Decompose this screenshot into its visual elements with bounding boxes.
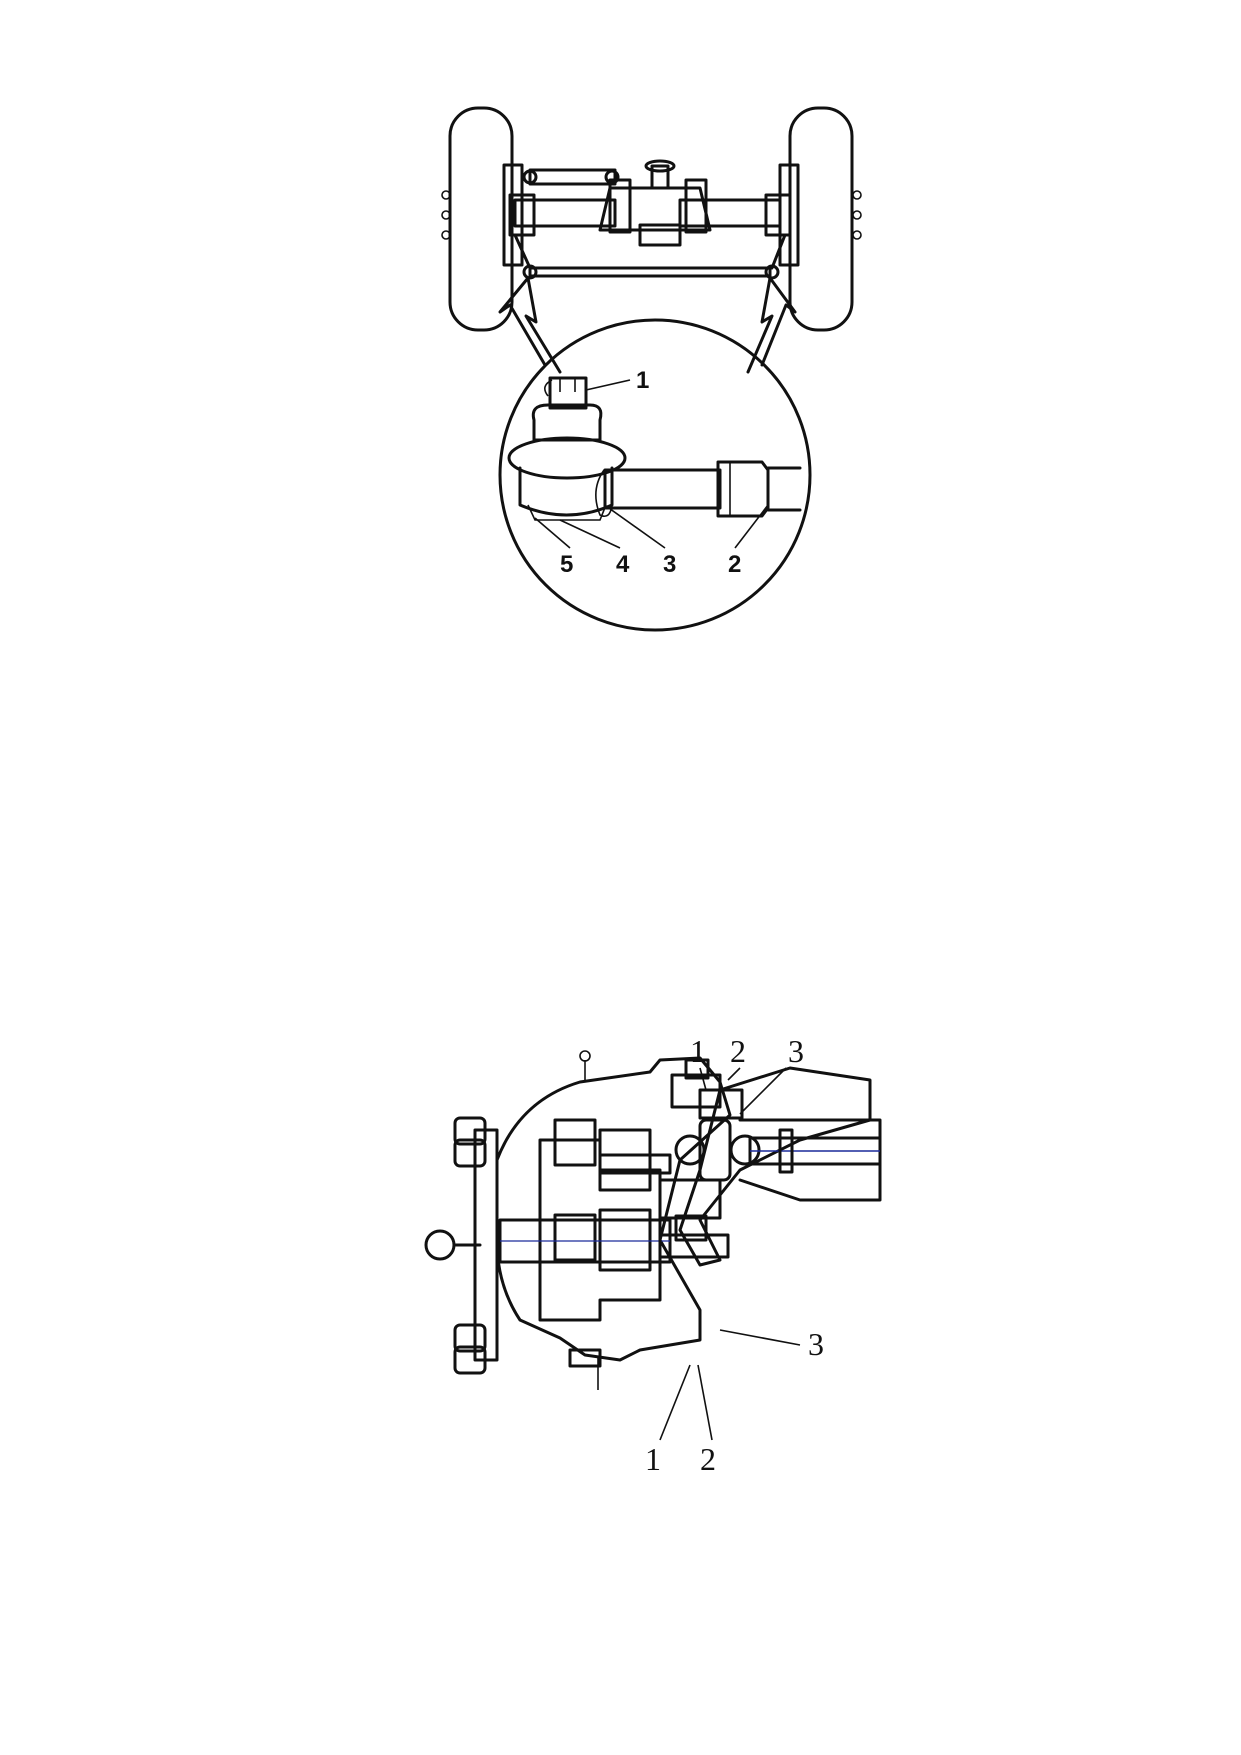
final-drive-housing	[495, 1050, 732, 1390]
axle-arm	[674, 1066, 882, 1267]
section-callout-top-2: 2	[730, 1033, 746, 1069]
right-wheel	[778, 106, 862, 332]
wheel-flange	[424, 1116, 499, 1375]
tie-rod-end-detail	[507, 376, 802, 521]
detail-magnifier-circle	[498, 318, 812, 632]
section-callout-top-3: 3	[788, 1033, 804, 1069]
hub-cross-section-drawing: 1 2 3 3 1 2	[424, 1033, 882, 1477]
detail-arrows	[498, 276, 797, 374]
leader-lines-section	[659, 1067, 801, 1441]
section-callout-top-1: 1	[690, 1033, 706, 1069]
section-callout-bottom-1: 1	[645, 1441, 661, 1477]
section-callout-right-3: 3	[808, 1326, 824, 1362]
section-callout-bottom-2: 2	[700, 1441, 716, 1477]
callout-2: 2	[728, 551, 741, 578]
front-axle-tie-rod-figure: 1 2 3 4 5	[0, 0, 1241, 660]
callout-1: 1	[636, 367, 649, 394]
hub-cross-section-figure: 1 2 3 3 1 2	[0, 1020, 1241, 1490]
tie-rod	[513, 233, 787, 280]
callout-4: 4	[616, 551, 630, 578]
front-axle-drawing: 1 2 3 4 5	[441, 106, 862, 632]
callout-5: 5	[560, 551, 573, 578]
axle-housing	[508, 159, 792, 247]
leader-lines-top	[534, 379, 769, 549]
left-wheel	[441, 106, 524, 332]
callout-3: 3	[663, 551, 676, 578]
